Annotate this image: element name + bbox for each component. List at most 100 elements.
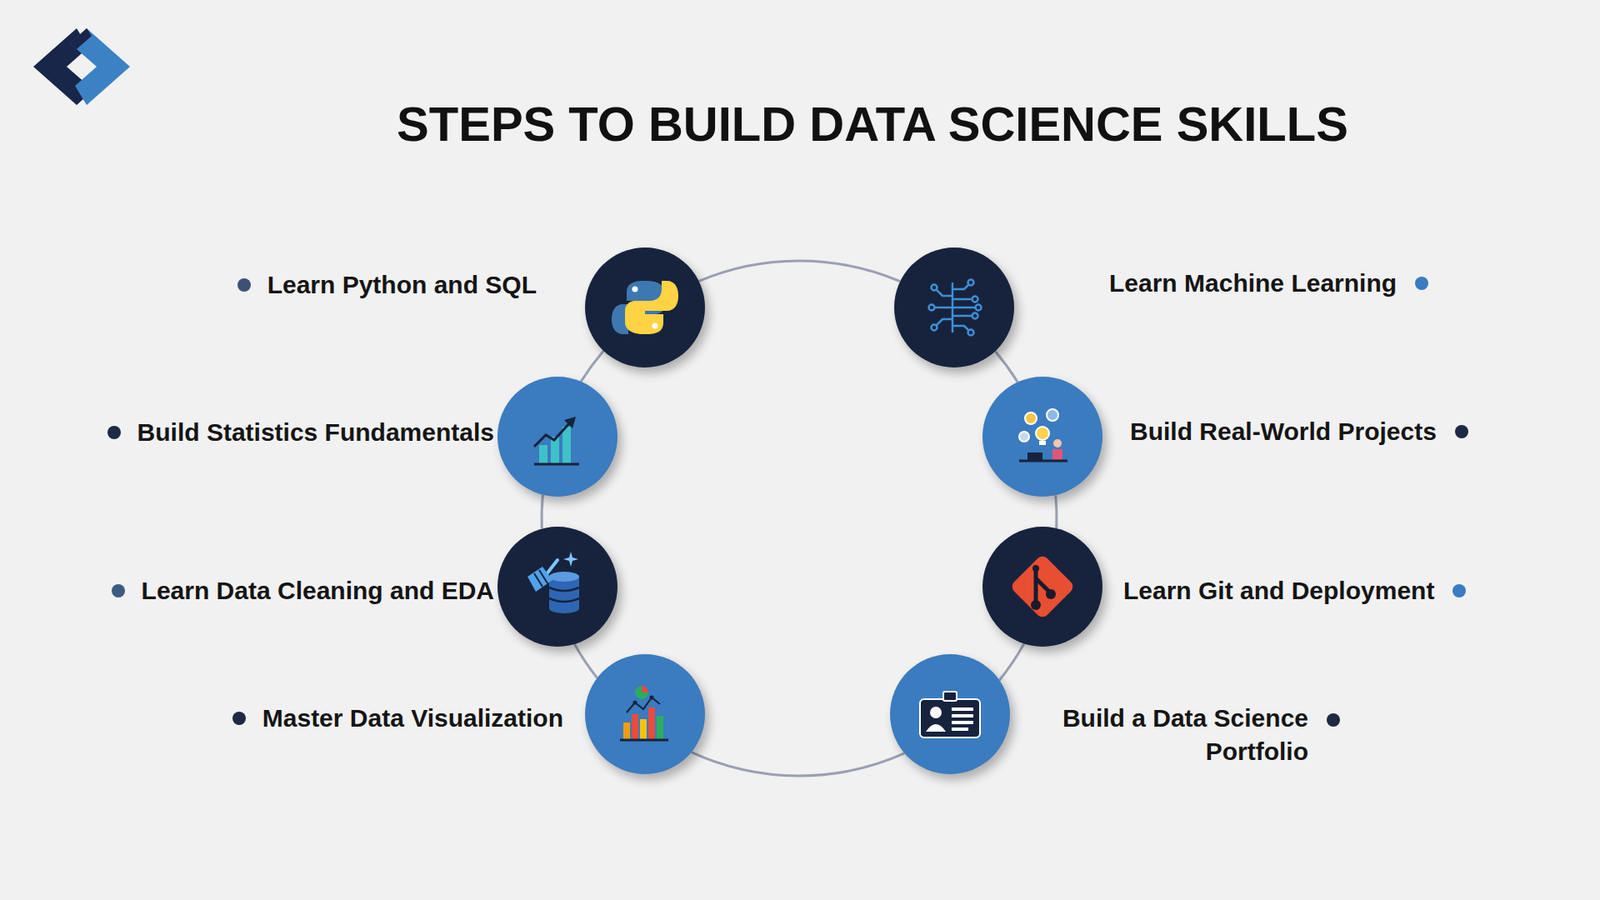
icon-shape: [935, 319, 953, 326]
icon-shape: [934, 306, 953, 310]
icon-shape: [1035, 426, 1050, 440]
icon-shape: [968, 280, 975, 286]
step-text: Build Real-World Projects: [1130, 415, 1437, 449]
icon-shape: [632, 286, 639, 293]
step-circle: Learn Git and Deployment: [982, 526, 1103, 647]
step-circle: Master Data Visualization: [585, 654, 705, 775]
icon-shape: [975, 305, 982, 311]
icon-shape: [943, 691, 957, 701]
step-circle: Build Real-World Projects: [982, 376, 1103, 497]
icon-shape: [650, 695, 655, 700]
icon-shape: [1019, 431, 1030, 442]
ring-arc: [691, 752, 905, 776]
bullet-dot: [107, 425, 121, 440]
bullet-dot: [1326, 713, 1340, 727]
icon-shape: [1045, 589, 1056, 600]
icon-shape: [641, 685, 649, 693]
icon-shape: [539, 445, 548, 464]
icon-shape: [1025, 412, 1037, 425]
icon-shape: [952, 315, 973, 318]
icon-shape: [931, 325, 938, 331]
step-text: Build a Data Science Portfolio: [1033, 701, 1309, 769]
icon-shape: [534, 570, 548, 587]
icon-shape: [952, 284, 970, 290]
ml-icon: [894, 247, 1015, 368]
icon-shape: [563, 551, 579, 567]
icon-shape: [635, 685, 649, 700]
step-label: Learn Git and Deployment: [1123, 574, 1466, 608]
step-circle: Build Statistics Fundamentals: [497, 376, 618, 497]
icon-shape: [925, 724, 946, 732]
step-circle: Learn Machine Learning: [894, 247, 1015, 368]
icon-shape: [1009, 553, 1075, 620]
icon-shape: [633, 700, 638, 705]
bullet-dot: [237, 278, 251, 292]
step-circle: Learn Python and SQL: [585, 247, 705, 368]
bullet-dot: [232, 711, 246, 725]
label-text-group: Learn Python and SQL: [267, 268, 537, 302]
icon-shape: [930, 706, 942, 719]
step-label: Build Real-World Projects: [1130, 415, 1469, 449]
icon-shape: [564, 416, 576, 429]
python-icon: [585, 247, 705, 368]
bullet-dot: [1415, 276, 1429, 290]
icon-shape: [929, 305, 935, 311]
icon-shape: [951, 714, 974, 718]
step-circle: Learn Data Cleaning and EDA: [497, 526, 618, 647]
icon-shape: [972, 296, 979, 303]
step-label: Learn Python and SQL: [237, 268, 537, 302]
icon-shape: [1053, 439, 1062, 448]
icon-shape: [1019, 460, 1068, 463]
icon-shape: [625, 280, 679, 335]
icon-shape: [549, 587, 580, 602]
ring-arc: [995, 351, 1018, 383]
icon-shape: [951, 727, 969, 731]
step-text: Learn Machine Learning: [1109, 266, 1397, 300]
icon-shape: [527, 566, 553, 592]
icon-shape: [934, 282, 976, 333]
icon-shape: [929, 280, 982, 336]
bullet-dot: [111, 584, 125, 598]
icon-shape: [1032, 565, 1040, 572]
step-text: Learn Data Cleaning and EDA: [141, 574, 495, 608]
icon-shape: [1027, 452, 1043, 460]
brand-logo: [23, 25, 140, 109]
icon-shape: [620, 739, 669, 742]
logo-shape: [70, 28, 92, 50]
projects-icon: [982, 376, 1103, 497]
label-text-group: Build Statistics Fundamentals: [137, 415, 495, 450]
step-label: Build a Data Science Portfolio: [1033, 701, 1340, 769]
icon-shape: [951, 720, 974, 725]
icon-shape: [951, 707, 974, 711]
statistics-icon: [497, 376, 618, 497]
label-text-group: Learn Machine Learning: [1109, 266, 1397, 300]
step-label: Learn Machine Learning: [1109, 266, 1429, 300]
icon-shape: [952, 306, 976, 310]
icon-shape: [1052, 449, 1063, 460]
ring-arc: [1055, 495, 1057, 529]
icon-shape: [652, 323, 659, 330]
step-label: Build Statistics Fundamentals: [107, 415, 495, 450]
label-text-group: Build Real-World Projects: [1130, 415, 1437, 449]
icon-shape: [631, 714, 639, 740]
git-icon: [982, 526, 1103, 647]
ring-arc: [574, 644, 597, 679]
cleaning-icon: [497, 526, 618, 647]
step-label: Master Data Visualization: [232, 701, 564, 735]
icon-shape: [656, 715, 664, 740]
icon-shape: [534, 463, 580, 466]
step-label: Learn Data Cleaning and EDA: [111, 574, 495, 608]
ring-arc: [999, 644, 1025, 681]
ring-arc: [699, 260, 900, 282]
step-circle: Build a Data Science Portfolio: [890, 654, 1010, 775]
icon-shape: [534, 421, 571, 447]
portfolio-icon: [890, 654, 1010, 775]
icon-shape: [920, 699, 980, 738]
icon-shape: [952, 325, 970, 331]
icon-shape: [968, 330, 975, 336]
step-text: Learn Python and SQL: [267, 268, 537, 302]
icon-shape: [931, 285, 938, 291]
icon-shape: [935, 289, 953, 296]
visualization-icon: [585, 654, 705, 775]
